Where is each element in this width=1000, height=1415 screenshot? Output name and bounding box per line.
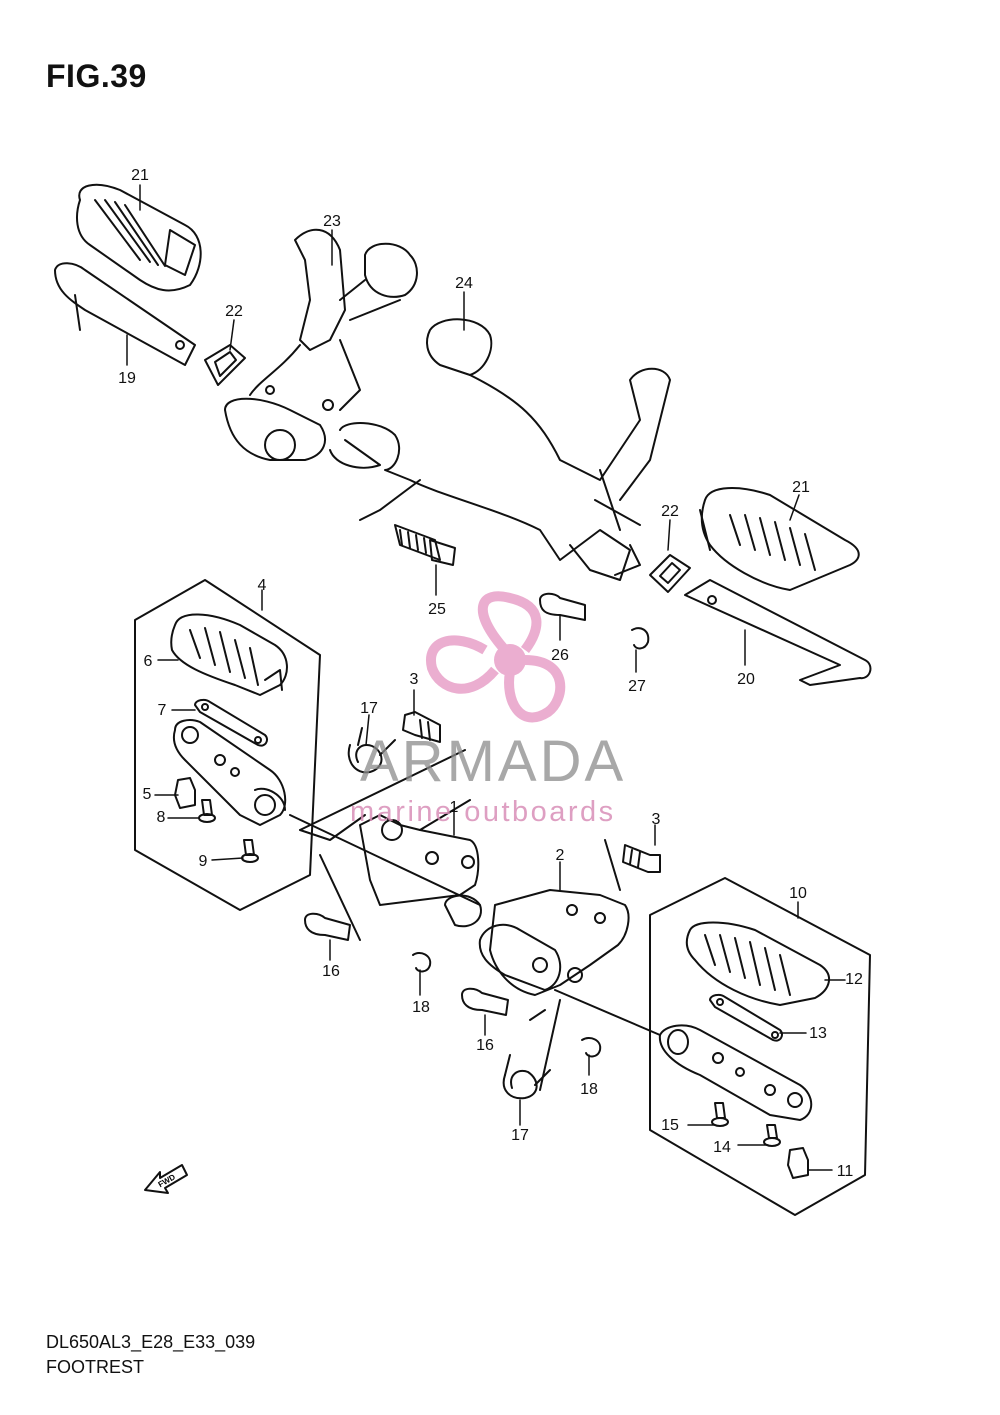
callout-label: 25: [428, 601, 446, 618]
bolt-3-upper: [402, 711, 441, 743]
watermark-brand: ARMADA: [360, 729, 627, 794]
callout-label: 16: [476, 1037, 494, 1054]
diagram-name: FOOTREST: [46, 1357, 144, 1377]
callout-label: 16: [322, 963, 340, 980]
callout-label: 23: [323, 213, 341, 230]
watermark-subtitle: marine outboards: [350, 796, 616, 828]
callout-label: 17: [511, 1127, 529, 1144]
callout-label: 7: [158, 702, 167, 719]
footrest-rubber-right: [699, 487, 860, 591]
assembly-box-4: [134, 579, 321, 911]
clip-18-center: [581, 1037, 602, 1058]
footrest-bracket-23: [224, 228, 418, 461]
callout-label: 17: [360, 700, 378, 717]
bolt-11: [787, 1147, 809, 1179]
callout-label: 22: [661, 503, 679, 520]
callout-label: 1: [450, 799, 459, 816]
clip-18-left: [412, 952, 432, 973]
callout-label: 5: [143, 786, 152, 803]
figure-title: FIG.39: [46, 58, 147, 94]
clip-27: [631, 627, 650, 650]
watermark-propeller-icon: [426, 591, 566, 723]
callout-label: 18: [412, 999, 430, 1016]
rubber-6: [170, 613, 288, 696]
washer-22-right: [649, 554, 691, 593]
callout-label: 2: [556, 847, 565, 864]
callout-label: 11: [837, 1163, 854, 1180]
pin-26: [539, 592, 586, 621]
callout-label: 3: [652, 811, 661, 828]
callout-label: 9: [199, 853, 208, 870]
callout-label: 4: [258, 577, 267, 594]
diagram-code: DL650AL3_E28_E33_039: [46, 1332, 256, 1352]
bracket-2: [478, 839, 630, 996]
callout-label: 6: [144, 653, 153, 670]
callout-label: 22: [225, 303, 243, 320]
callout-label: 19: [118, 370, 136, 387]
callout-label: 15: [661, 1117, 679, 1134]
assembly-guide-lines: [289, 749, 661, 1091]
callout-label: 21: [792, 479, 810, 496]
callout-label: 14: [713, 1139, 731, 1156]
callout-label: 3: [410, 671, 419, 688]
footrest-bar-24: [329, 318, 671, 581]
bolt-25: [359, 479, 456, 566]
callout-label: 18: [580, 1081, 598, 1098]
callout-label: 24: [455, 275, 473, 292]
fwd-arrow-icon: [144, 1164, 188, 1194]
callout-label: 13: [809, 1025, 827, 1042]
bolt-14: [763, 1124, 781, 1147]
pin-16-left: [304, 912, 351, 941]
callout-label: 20: [737, 671, 755, 688]
footrest-arm-left: [172, 719, 287, 826]
callout-label: 26: [551, 647, 569, 664]
callout-label: 12: [845, 971, 863, 988]
callout-label: 27: [628, 678, 646, 695]
plate-7: [194, 698, 268, 747]
plate-13: [709, 993, 783, 1042]
washer-22-left: [204, 344, 246, 386]
callout-leader-lines: [126, 184, 846, 1171]
footrest-plate-20: [684, 579, 872, 686]
footrest-arm-right: [658, 1024, 813, 1121]
bolt-5: [174, 777, 196, 809]
assembly-box-10: [649, 877, 871, 1216]
bolt-15: [711, 1102, 729, 1127]
pin-16-center: [461, 987, 509, 1016]
callout-label: 10: [789, 885, 807, 902]
bolt-3-lower: [622, 844, 661, 873]
bolt-9: [241, 839, 259, 863]
bolt-8: [198, 799, 216, 823]
callout-label: 21: [131, 167, 149, 184]
footrest-plate-19: [54, 262, 196, 366]
footrest-rubber-left: [76, 183, 202, 292]
callout-label: 8: [157, 809, 166, 826]
spring-17-upper: [347, 727, 396, 774]
rubber-12: [685, 921, 830, 1006]
